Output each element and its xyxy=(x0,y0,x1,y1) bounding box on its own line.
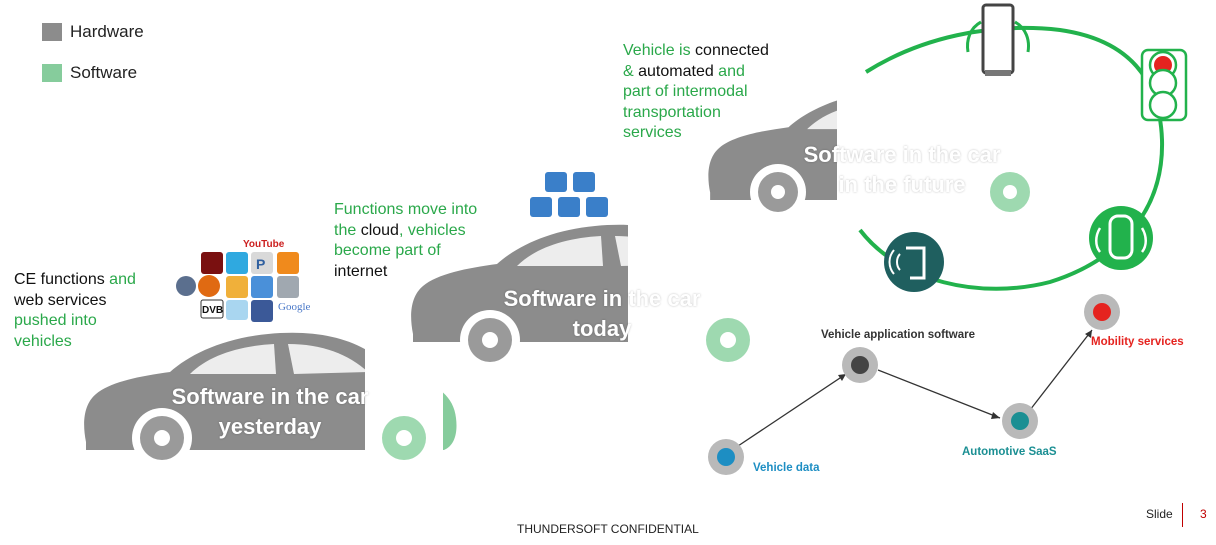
desc-today-l2b: cloud xyxy=(360,221,399,239)
p-label: P xyxy=(256,256,265,272)
desc-today: Functions move into the cloud, vehicles … xyxy=(334,200,477,282)
desc-yesterday: CE functions and web services pushed int… xyxy=(14,270,136,352)
car-today xyxy=(411,224,784,370)
confidential-footer: THUNDERSOFT CONFIDENTIAL xyxy=(517,522,699,536)
twitter-icon xyxy=(226,252,248,274)
car-yesterday xyxy=(84,332,457,468)
legend-software: Software xyxy=(42,63,137,83)
desc-today-l3: become part of xyxy=(334,242,441,259)
tv-icon xyxy=(277,276,299,298)
youtube-label: YouTube xyxy=(243,239,285,250)
desc-future-l1b: connected xyxy=(695,42,769,59)
vehicle-app-label: Vehicle application software xyxy=(821,329,976,341)
slide-divider xyxy=(1182,503,1183,527)
legend-hardware-label: Hardware xyxy=(70,22,144,41)
legend-software-label: Software xyxy=(70,63,138,82)
desc-yesterday-l4: vehicles xyxy=(14,332,72,350)
desc-future-l5: services xyxy=(623,124,682,141)
automotive-saas-label: Automotive SaaS xyxy=(962,446,1057,458)
desc-future: Vehicle is connected & automated and par… xyxy=(623,41,769,144)
car-yesterday-line1: Software in the car xyxy=(171,384,369,409)
vlc-icon xyxy=(226,276,248,298)
car-today-label: Software in the car today xyxy=(472,284,732,344)
desc-today-l2a: the xyxy=(334,221,361,239)
desc-yesterday-l3: pushed into xyxy=(14,312,97,329)
facebook-icon xyxy=(251,300,273,322)
desc-today-l2c: , vehicles xyxy=(398,221,466,239)
software-swatch xyxy=(42,64,62,82)
desc-future-l4: transportation xyxy=(623,103,721,121)
zip-app-icon xyxy=(176,276,196,296)
slide-label: Slide xyxy=(1146,507,1173,521)
car-yesterday-label: Software in the car yesterday xyxy=(140,382,400,442)
car-future-line1: Software in the car xyxy=(803,142,1001,167)
desc-future-l2c: and xyxy=(713,62,745,80)
p-app-icon xyxy=(251,252,273,274)
hardware-swatch xyxy=(42,23,62,41)
desc-future-l1a: Vehicle is xyxy=(623,42,696,59)
rss-icon xyxy=(277,252,299,274)
desc-future-l2b: automated xyxy=(638,62,714,80)
mobility-label: Mobility services xyxy=(1091,336,1184,348)
charging-station-icon xyxy=(966,3,1030,76)
desc-future-l3: part of intermodal xyxy=(623,83,748,100)
firefox-icon xyxy=(198,275,220,297)
desc-today-l4: internet xyxy=(334,262,388,280)
google-label: Google xyxy=(278,301,311,313)
car-today-line1: Software in the car xyxy=(503,286,701,311)
slide-number: 3 xyxy=(1200,507,1207,521)
vehicle-data-label: Vehicle data xyxy=(753,462,820,474)
legend-hardware: Hardware xyxy=(42,22,144,42)
desc-today-l1: Functions move into xyxy=(334,201,478,218)
desc-yesterday-l1b: and xyxy=(104,271,136,288)
car-yesterday-line2: yesterday xyxy=(218,414,322,439)
cloud-apps-icon xyxy=(530,172,608,217)
traffic-light-icon xyxy=(1140,48,1188,122)
radio-app-icon xyxy=(201,252,223,274)
car-future xyxy=(708,90,1056,220)
dvb-label: DVB xyxy=(202,305,223,316)
car-today-line2: today xyxy=(572,316,632,341)
desc-yesterday-l1a: CE functions xyxy=(14,271,105,288)
weather-icon xyxy=(226,300,248,320)
app-icons-cluster: YouTube Google DVB P xyxy=(176,239,311,322)
car-future-line2: in the future xyxy=(838,172,966,197)
car-future-label: Software in the car in the future xyxy=(772,140,1032,200)
dvb-icon xyxy=(200,299,224,319)
desc-yesterday-l2: web services xyxy=(14,291,107,309)
connected-hand-icon xyxy=(884,232,944,292)
autonomous-car-icon xyxy=(1089,206,1153,270)
service-flow xyxy=(708,294,1120,475)
mail-icon xyxy=(251,276,273,298)
desc-future-l2a: & xyxy=(623,62,639,80)
